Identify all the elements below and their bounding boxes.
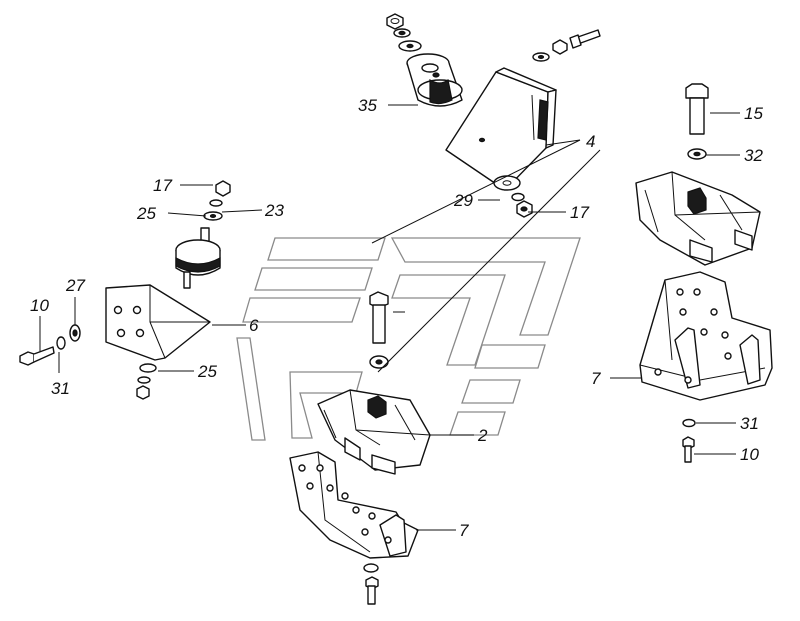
washer-top-right — [532, 52, 550, 62]
nut-lower-left — [136, 385, 150, 400]
cushion-mount-right — [635, 171, 761, 266]
callout-31-left: 31 — [51, 379, 70, 398]
callout-17-left: 17 — [153, 176, 172, 195]
callout-2: 2 — [477, 426, 488, 445]
nut-top-right — [552, 39, 568, 55]
watermark-logo — [236, 237, 581, 441]
bracket-7-bottom — [289, 451, 419, 559]
bolt-10-right — [682, 436, 695, 463]
callout-4: 4 — [586, 132, 595, 151]
bolt-10-left — [19, 346, 55, 366]
washer-23 — [203, 211, 223, 221]
washer-spring-29 — [511, 192, 525, 202]
cushion-mount-2 — [317, 389, 431, 475]
nut-17-right — [516, 200, 533, 218]
bracket-6 — [105, 284, 211, 361]
callout-10-right: 10 — [740, 445, 759, 464]
callout-25-left: 25 — [136, 204, 156, 223]
bracket-7-right — [639, 271, 773, 401]
washer-27 — [69, 324, 81, 342]
leader-lines — [39, 104, 740, 531]
callout-6: 6 — [249, 316, 259, 335]
rubber-buffer-35 — [406, 53, 463, 107]
washer-flat-top — [398, 40, 422, 52]
washer-center — [369, 355, 389, 369]
callout-15: 15 — [744, 104, 763, 123]
nut-17-left — [215, 180, 231, 197]
callout-7-bottom: 7 — [459, 521, 469, 540]
nut-top — [386, 13, 404, 30]
washer-spring-top — [393, 28, 411, 38]
rubber-cushion-left — [175, 227, 221, 289]
bracket-4 — [445, 67, 557, 191]
bolt-15 — [685, 83, 709, 135]
callout-29: 29 — [453, 191, 473, 210]
callout-17-right: 17 — [570, 203, 589, 222]
bolt-top-right — [569, 29, 601, 49]
washer-bottom — [363, 563, 379, 573]
washer-spring-25-left — [209, 199, 223, 207]
callout-31-right: 31 — [740, 414, 759, 433]
washer-32 — [687, 148, 707, 160]
washer-31-left — [56, 336, 66, 350]
bolt-center — [369, 291, 389, 344]
callout-23: 23 — [264, 201, 284, 220]
bolt-bottom — [365, 576, 379, 605]
callout-32: 32 — [744, 146, 763, 165]
callout-10-left: 10 — [30, 296, 49, 315]
callout-35: 35 — [358, 96, 377, 115]
callout-7-right: 7 — [591, 369, 601, 388]
washer-25-lower-left — [137, 363, 157, 384]
callout-25-lower: 25 — [197, 362, 217, 381]
washer-29 — [493, 175, 521, 191]
washer-31-right — [682, 418, 696, 428]
callout-27: 27 — [65, 276, 85, 295]
callout-labels: 35 4 15 32 17 25 23 29 17 10 27 31 6 25 … — [30, 96, 763, 540]
